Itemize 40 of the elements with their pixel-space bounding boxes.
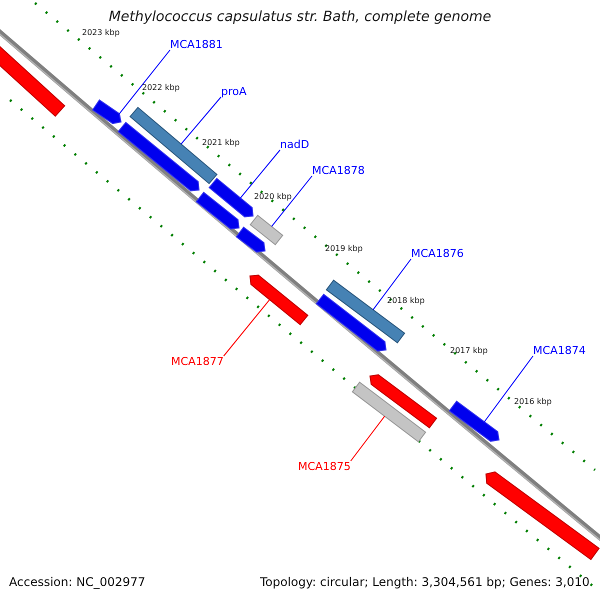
gene-label: nadD bbox=[280, 139, 310, 150]
leader-line bbox=[240, 150, 280, 198]
gene-label: MCA1876 bbox=[411, 248, 464, 259]
title: Methylococcus capsulatus str. Bath, complete genome bbox=[108, 10, 492, 24]
leader-line bbox=[350, 416, 386, 462]
scale-label: 2019 kbp bbox=[325, 245, 363, 253]
gene-block bbox=[92, 99, 122, 124]
gene-block bbox=[208, 178, 254, 218]
gene-block bbox=[118, 122, 200, 192]
gene-block bbox=[485, 471, 600, 560]
scale-label: 2016 kbp bbox=[514, 398, 552, 406]
gene-block bbox=[250, 214, 284, 246]
leader-line bbox=[372, 258, 412, 310]
scale-label: 2021 kbp bbox=[202, 139, 240, 147]
footer-text: Accession: NC_002977 bbox=[9, 576, 146, 588]
gene-label: MCA1878 bbox=[312, 165, 365, 176]
gene-label: MCA1877 bbox=[171, 356, 224, 367]
scale-label: 2022 kbp bbox=[142, 84, 180, 92]
scale-label: 2018 kbp bbox=[387, 297, 425, 305]
footer-text: Topology: circular; Length: 3,304,561 bp; Genes: 3,010 bbox=[260, 576, 590, 588]
gene-block bbox=[196, 192, 240, 230]
leader-line bbox=[180, 96, 222, 145]
scale-label: 2023 kbp bbox=[82, 29, 120, 37]
scale-label: 2017 kbp bbox=[450, 347, 488, 355]
gene-block bbox=[236, 226, 266, 253]
gene-label: MCA1875 bbox=[298, 461, 351, 472]
gene-block bbox=[448, 400, 500, 442]
gene-block bbox=[352, 382, 426, 442]
gene-block bbox=[326, 280, 406, 344]
gene-label: MCA1874 bbox=[533, 345, 586, 356]
leader-line bbox=[223, 299, 270, 356]
gene-label: MCA1881 bbox=[170, 39, 223, 50]
gene-block bbox=[369, 374, 438, 428]
scale-label: 2020 kbp bbox=[254, 193, 292, 201]
gene-block bbox=[316, 294, 387, 352]
leader-line bbox=[271, 176, 312, 227]
leader-line bbox=[484, 356, 534, 422]
leader-line bbox=[118, 50, 170, 114]
gene-block bbox=[249, 274, 308, 326]
gene-label: proA bbox=[221, 86, 247, 97]
